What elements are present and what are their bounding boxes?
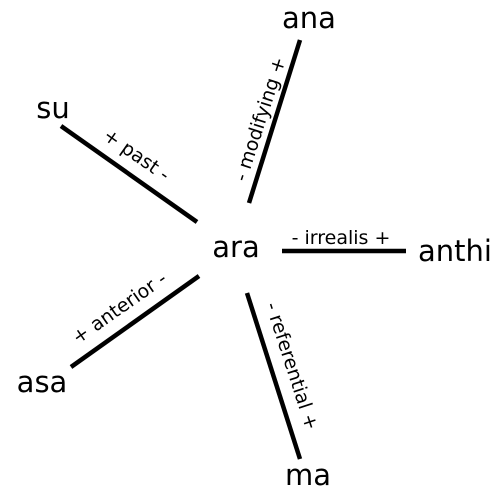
node-ma: ma: [285, 458, 331, 492]
edge-line-referential: [244, 292, 303, 460]
edge-line-modifying: [246, 39, 303, 204]
node-su: su: [36, 91, 70, 125]
node-anthi: anthi: [418, 234, 492, 268]
edge-label-irrealis: - irrealis +: [292, 227, 391, 249]
node-asa: asa: [17, 365, 68, 399]
edge-line-anterior: [69, 274, 201, 369]
node-ana: ana: [282, 1, 336, 35]
edge-line-past: [59, 124, 199, 224]
node-center-ara: ara: [212, 230, 259, 264]
